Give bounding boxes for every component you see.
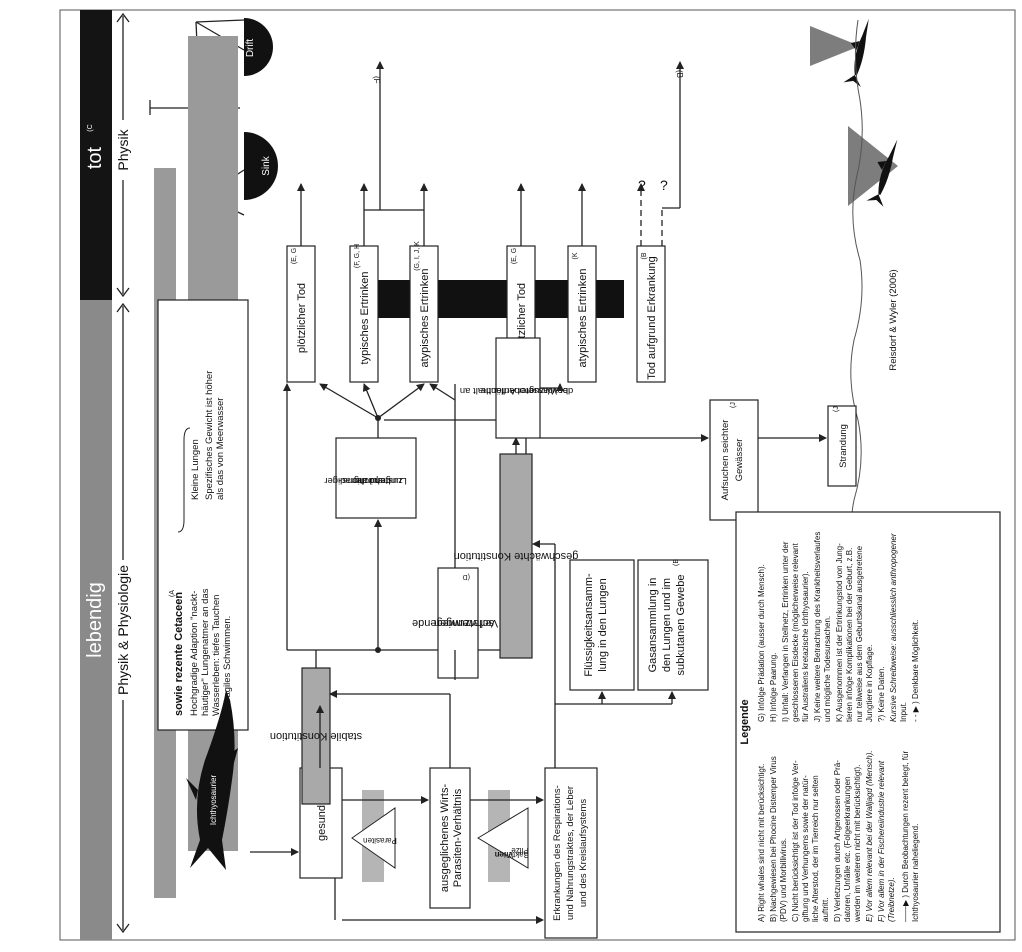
physik-physiologie-label: Physik & Physiologie [115, 565, 131, 695]
lebendig-label: lebendig [84, 582, 106, 658]
gas-label-2: subkutanen Gewebe [675, 575, 687, 676]
stabile-konstitution-label: stabile Konstitution [270, 730, 362, 742]
legend-j-1: und mögliche Todesursachen. [823, 616, 832, 722]
aufsuchen-sup: (J [730, 402, 737, 408]
typisches-ertrinken-label: typisches Ertrinken [359, 272, 371, 365]
question-mark-2: ? [660, 177, 668, 193]
legend-k-1: tieren infolge Komplikationen bei der Ge… [845, 548, 854, 722]
legend-right-column: G) Infolge Prädation (ausser durch Mensc… [757, 532, 920, 722]
legend-i-2: für Australiens kretazische Ichthyosauri… [801, 571, 810, 722]
ichthyosaurier-label: Ichthyosaurier [209, 775, 218, 826]
aufsuchen-label-1: Gewässer [734, 439, 745, 482]
gesund-label: gesund [316, 805, 328, 841]
legend-arrow-1: Ichthyosaurier naheliegend. [911, 824, 920, 922]
sink-label: Sink [261, 155, 272, 175]
legend-k-2: nur teilweise aus dem Geburtskanal ausge… [855, 545, 864, 722]
legend-f-0: F) Vor allem in der Fischereiindustrie r… [877, 760, 886, 922]
legend-g-0: G) Infolge Prädation (ausser durch Mensc… [757, 564, 766, 722]
arrow-hg-plot1 [320, 384, 378, 418]
legend-dashed-0: - - ▶ ) Denkbare Möglichkeit. [911, 620, 920, 722]
intro-para-2: Wasserleben: tiefes Tauchen [211, 595, 222, 716]
schwerwiegende-label-1: Verletzungen [434, 617, 498, 629]
drift-label: Drift [245, 39, 256, 58]
atypisches-ertrinken-1-label: atypisches Ertrinken [419, 268, 431, 367]
ploetzlicher-tod-1-label: plötzlicher Tod [296, 283, 308, 353]
legend-a-0: A) Right whales sind nicht mit berücksic… [757, 764, 766, 922]
intro-title-sup: (A [169, 590, 176, 597]
legend-k-0: K) Ausgenommen ist der Ertrinkungstod vo… [835, 543, 844, 722]
typisches-ertrinken-sup: (F, G, H [354, 244, 361, 268]
wirts-label-0: ausgeglichenes Wirts- [439, 784, 451, 893]
legend-e-0: E) Vor allem relevant bei der Walljagd (… [865, 750, 874, 922]
viren-label-2: Pilze [511, 846, 529, 855]
credit-label: Reisdorf & Wyler (2006) [888, 269, 899, 370]
schwerwiegende-sup: (D [463, 573, 470, 580]
strandung-sup: (J [833, 406, 840, 412]
erkrankungen-label-0: Erkrankungen des Respirations- [552, 785, 563, 921]
legend-j-0: J) Keine weitere Betrachtung des Krankhe… [813, 532, 822, 722]
gas-label-0: Gasansammlung in [647, 578, 659, 673]
legend-b-1: (PDV) und Morbillivirus. [779, 838, 788, 922]
intro-para-0: Hochgradige Adaption "nackt- [189, 591, 200, 716]
tot-label: tot [84, 146, 106, 169]
legend-k-3: Jungtiere in Kopflage. [865, 645, 874, 722]
legend-title: Legende [739, 699, 751, 744]
question-mark-1: ? [638, 177, 646, 193]
legend-b-0: B) Nachgewiesen bei Phocine Distemper Vi… [769, 756, 778, 922]
legend-c-1: giftung und Verhungerns sowie der natür- [801, 775, 810, 922]
ref-f-label: (F [372, 76, 381, 84]
erkrankungen-label-1: und Nahrungstraktes, der Leber [565, 786, 576, 920]
geschwaechte-label: geschwächte Konstitution [454, 550, 579, 562]
legend-d-2: werden im weiteren nicht mit berücksicht… [853, 765, 862, 923]
intro-para-1: häutiger" Lungenatmer an das [200, 588, 211, 716]
gas-sup: (B [673, 559, 680, 566]
atypisches-ertrinken-2-sup: (K [572, 252, 579, 259]
legend-kursiv-0: Kursive Schreibweise: ausschliesslich an… [889, 533, 898, 722]
tot-sup: (C [87, 124, 94, 131]
arrow-hg-typ [364, 384, 378, 418]
legend-d-0: D) Verletzungen durch Artgenossen oder P… [833, 760, 842, 922]
legend-f-1: (Treibnetze). [887, 877, 896, 922]
positiver-arrowhead [810, 26, 860, 66]
legend-q-0: ?) Keine Daten. [877, 666, 886, 722]
erkrankungen-label-2: und des Kreislaufsystems [578, 799, 589, 907]
legend-c-0: C) Nicht berücksichtigt ist der Tod info… [791, 760, 800, 922]
intro-title: sowie rezente Cetaceen [173, 592, 185, 716]
intro-bullet-2-0: Spezifisches Gewicht ist höher [204, 371, 215, 500]
arrow-hg-atyp [378, 384, 424, 418]
ref-b-label: (B [675, 70, 684, 78]
strandung-label: Strandung [838, 424, 849, 468]
fluessigkeit-label-0: Flüssigkeitsansamm- [583, 573, 595, 677]
arrow-schwer-atyp [430, 384, 455, 400]
intro-bullet-2-1: als das von Meerwasser [215, 398, 226, 500]
fluessigkeit-label-1: lung in den Lungen [597, 578, 609, 672]
legend-d-1: datoren, Unfälle etc. (Folgeerkrankungen [843, 777, 852, 922]
legend-i-1: geschlossenen Eisdecke (möglicherweise r… [791, 542, 800, 722]
ploetzlicher-tod-1-sup: (E, G [291, 248, 298, 264]
intro-bullet-1: Kleine Lungen [190, 439, 201, 500]
legend-kursiv-1: Input. [899, 702, 908, 722]
wirts-label-1: Parasiten-Verhältnis [452, 788, 464, 887]
tod-erkrankung-sup: (B [641, 252, 648, 259]
legend-h-0: H) Infolge Paarung. [769, 653, 778, 722]
hochgradig-label-3: Lungen [375, 475, 407, 486]
ploetzlicher-tod-2-sup: (E, G [511, 248, 518, 264]
legend-i-0: I) Unfall: Verfangen in Stellnetz, Ertri… [781, 541, 790, 722]
tod-erkrankung-label: Tod aufgrund Erkrankung [646, 256, 658, 380]
physik-label: Physik [115, 128, 131, 170]
atypisches-ertrinken-1-sup: (G, I, J, K [414, 241, 421, 271]
atypisches-ertrinken-2-label: atypisches Ertrinken [577, 268, 589, 367]
gas-label-1: den Lungen und im [661, 578, 673, 672]
negativer-auftrieb-label: negativer Auftrieb [438, 161, 563, 178]
legend-arrow-0: ——▶ ) Durch Beobachtungen rezent belegt,… [901, 751, 910, 922]
parasiten-label: Parasiten [363, 836, 397, 845]
legend-c-2: liche Alterstod, der im Tierreich nur se… [811, 775, 820, 922]
positiver-auftrieb-label: positiver Auftrieb [441, 39, 559, 56]
aufsuchen-label-0: Aufsuchen seichter [720, 420, 731, 501]
legend-c-3: auftritt. [821, 898, 830, 922]
